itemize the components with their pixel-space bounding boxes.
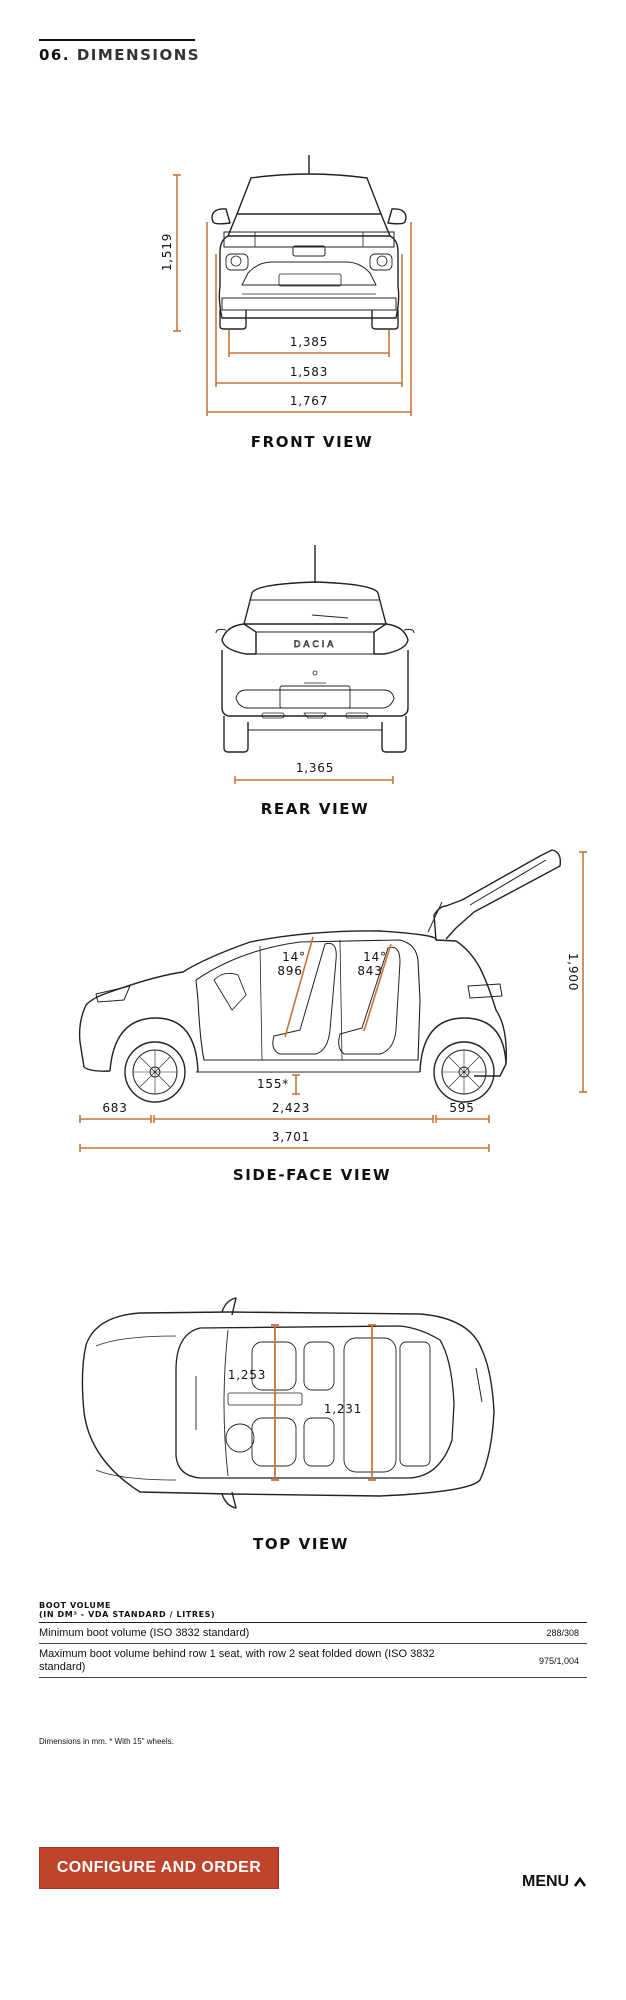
configure-and-order-label: CONFIGURE AND ORDER — [56, 1859, 262, 1876]
configure-and-order-button[interactable]: CONFIGURE AND ORDER — [39, 1847, 279, 1889]
boot-volume-table: Minimum boot volume (ISO 3832 standard) … — [39, 1622, 587, 1678]
section-number: 06. — [39, 46, 71, 64]
boot-volume-title: BOOT VOLUME — [39, 1601, 112, 1610]
front-seat-angle: 14° — [282, 950, 306, 964]
table-row: Minimum boot volume (ISO 3832 standard) … — [39, 1623, 587, 1644]
rear-overhang-dimension: 595 — [449, 1101, 475, 1115]
front-headroom-dimension: 896 — [277, 964, 303, 978]
section-name: DIMENSIONS — [76, 46, 201, 64]
rear-view-drawing: DACIA — [215, 545, 415, 784]
front-overall-width-dimension: 1,767 — [289, 394, 329, 408]
rear-track-dimension: 1,365 — [295, 761, 335, 775]
menu-button[interactable]: MENU — [522, 1873, 587, 1891]
front-elbow-width-dimension: 1,253 — [227, 1368, 267, 1382]
chevron-up-icon — [574, 1876, 587, 1887]
boot-row-label: Maximum boot volume behind row 1 seat, w… — [39, 1647, 435, 1673]
dimensions-footnote: Dimensions in mm. * With 15" wheels. — [39, 1737, 174, 1746]
svg-text:DACIA: DACIA — [294, 640, 337, 650]
section-divider — [39, 39, 195, 41]
ground-clearance-dimension: 155* — [256, 1077, 290, 1091]
side-face-view-label: SIDE-FACE VIEW — [232, 1166, 392, 1184]
boot-volume-heading: BOOT VOLUME (IN DM³ - VDA STANDARD / LIT… — [39, 1601, 215, 1619]
wheelbase-dimension: 2,423 — [271, 1101, 311, 1115]
rear-view-label: REAR VIEW — [260, 800, 370, 818]
rear-elbow-width-dimension: 1,231 — [323, 1402, 363, 1416]
boot-row-value: 975/1,004 — [538, 1655, 579, 1666]
boot-volume-units: (IN DM³ - VDA STANDARD / LITRES) — [39, 1610, 216, 1619]
overall-length-dimension: 3,701 — [271, 1130, 311, 1144]
front-track-dimension: 1,385 — [289, 335, 329, 349]
menu-label: MENU — [522, 1873, 570, 1890]
front-view-drawing — [173, 155, 412, 416]
boot-row-label: Minimum boot volume (ISO 3832 standard) — [39, 1626, 250, 1639]
boot-row-value: 288/308 — [546, 1628, 579, 1638]
front-view-label: FRONT VIEW — [250, 433, 374, 451]
table-row: Maximum boot volume behind row 1 seat, w… — [39, 1644, 587, 1678]
front-overhang-dimension: 683 — [102, 1101, 128, 1115]
side-view-drawing — [78, 849, 587, 1152]
rear-headroom-dimension: 843 — [357, 964, 383, 978]
top-view-drawing — [81, 1297, 495, 1509]
section-title: 06. DIMENSIONS — [39, 46, 200, 64]
rear-seat-angle: 14° — [363, 950, 387, 964]
front-width-no-mirrors-dimension: 1,583 — [289, 365, 329, 379]
top-view-label: TOP VIEW — [253, 1535, 349, 1553]
